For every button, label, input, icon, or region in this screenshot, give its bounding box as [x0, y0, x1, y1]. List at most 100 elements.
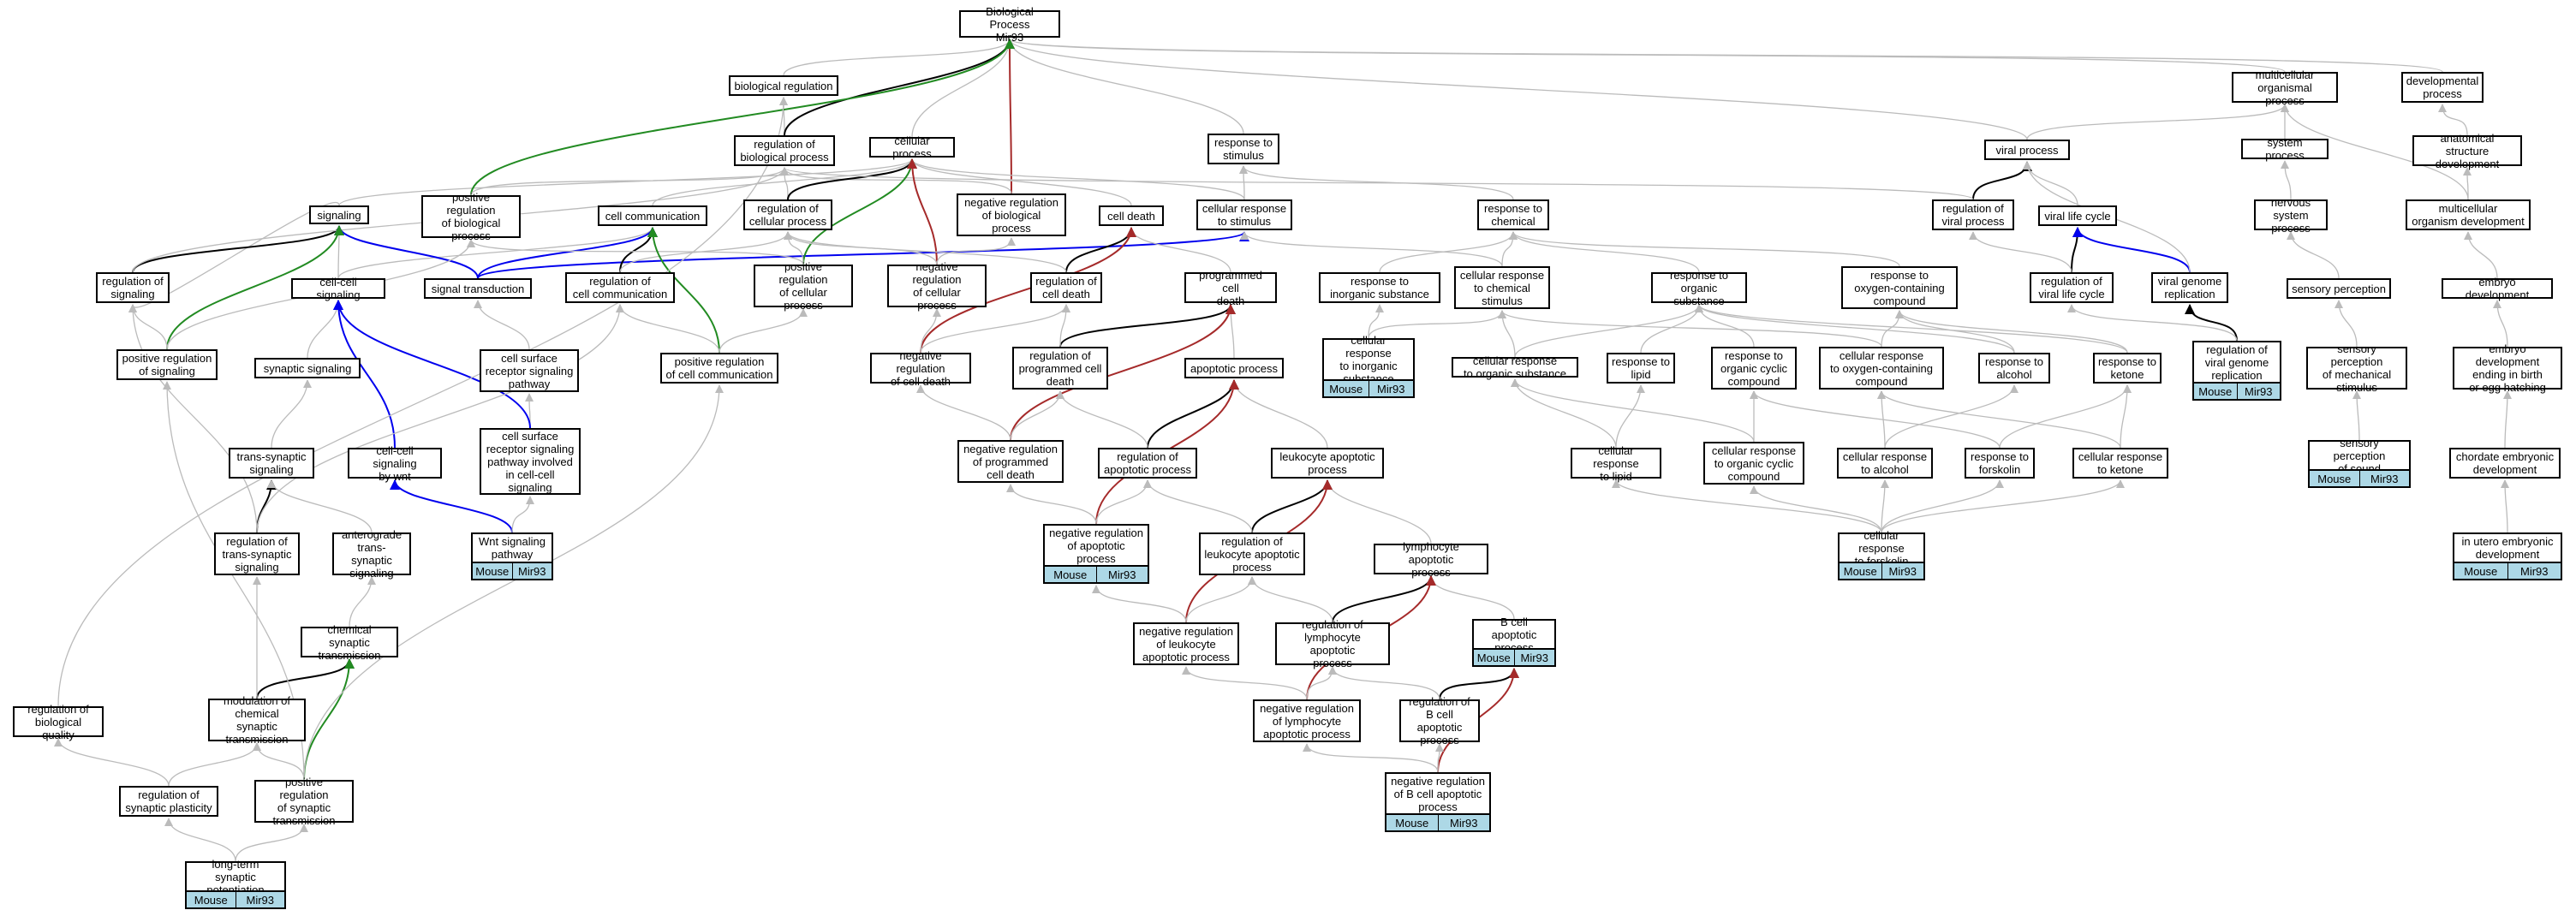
go-term-cellproc[interactable]: cellular process	[869, 134, 955, 160]
go-term-regbioqual[interactable]: regulation of biological quality	[13, 703, 104, 741]
go-term-negreglymph[interactable]: negative regulation of lymphocyte apopto…	[1253, 699, 1361, 742]
go-term-sigtrans[interactable]: signal transduction	[424, 278, 532, 299]
go-term-devproc[interactable]: developmental process	[2401, 72, 2484, 103]
go-term-posregsig[interactable]: positive regulation of signaling	[116, 349, 218, 380]
edge-is_a	[1239, 165, 1249, 200]
go-term-sysproc[interactable]: system process	[2241, 136, 2329, 162]
go-term-antero[interactable]: anterograde trans-synaptic signaling	[332, 528, 411, 580]
edge-bridge	[477, 227, 658, 279]
go-term-cellresp[interactable]: cellular response to stimulus	[1196, 199, 1292, 230]
go-term-posregcellproc[interactable]: positive regulation of cellular process	[754, 260, 853, 312]
go-term-regcellproc[interactable]: regulation of cellular process	[743, 199, 832, 230]
go-term-negregpcd[interactable]: negative regulation of programmed cell d…	[957, 440, 1064, 483]
go-term-respfors[interactable]: response to forskolin	[1965, 448, 2035, 479]
go-term-celldeath[interactable]: cell death	[1099, 205, 1164, 226]
go-term-bioreg[interactable]: biological regulation	[729, 75, 838, 96]
go-term-cellresporg[interactable]: cellular response to organic substance	[1452, 354, 1578, 380]
edge-is_a	[1498, 310, 1516, 358]
edge-is_a	[1511, 378, 1617, 449]
go-term-cellresplipid[interactable]: cellular response to lipid	[1571, 444, 1661, 483]
go-term-negregcellproc[interactable]: negative regulation of cellular process	[887, 260, 987, 312]
go-term-regpcd[interactable]: regulation of programmed cell death	[1012, 347, 1108, 390]
go-term-csrspcc[interactable]: cell surface receptor signaling pathway …	[480, 428, 581, 495]
go-term-transsyn[interactable]: trans-synaptic signaling	[229, 448, 314, 479]
go-term-lymphapop[interactable]: lymphocyte apoptotic process	[1374, 540, 1488, 579]
go-term-posregbp[interactable]: positive regulation of biological proces…	[421, 191, 521, 242]
go-term-regviralcycle[interactable]: regulation of viral life cycle	[2030, 272, 2114, 303]
edge-is_a	[1226, 304, 1236, 359]
go-term-modchem[interactable]: modulation of chemical synaptic transmis…	[208, 694, 306, 746]
go-term-ltp[interactable]: long-term synaptic potentiation	[185, 858, 286, 896]
go-term-multi[interactable]: multicellular organismal process	[2232, 68, 2338, 107]
go-term-cellrespfors[interactable]: cellular response to forskolin	[1838, 529, 1925, 568]
go-term-apoptotic[interactable]: apoptotic process	[1184, 358, 1284, 378]
go-term-sensperc[interactable]: sensory perception	[2287, 278, 2391, 299]
go-term-reglymph[interactable]: regulation of lymphocyte apoptotic proce…	[1275, 618, 1390, 669]
go-term-respket[interactable]: response to ketone	[2093, 353, 2162, 384]
go-term-regviral[interactable]: regulation of viral process	[1932, 199, 2014, 230]
go-term-leukapop[interactable]: leukocyte apoptotic process	[1271, 448, 1384, 479]
go-term-root[interactable]: Biological Process Mir93	[959, 5, 1060, 44]
go-term-respalc[interactable]: response to alcohol	[1978, 353, 2050, 384]
go-term-cellrespoxy[interactable]: cellular response to oxygen-containing c…	[1819, 347, 1944, 390]
go-term-embbirth[interactable]: embryo development ending in birth or eg…	[2453, 342, 2562, 394]
go-term-respchem[interactable]: response to chemical	[1477, 199, 1549, 230]
go-term-cellcomm[interactable]: cell communication	[598, 205, 707, 226]
go-term-resporgcyc[interactable]: response to organic cyclic compound	[1711, 347, 1797, 390]
edge-is_a	[128, 304, 168, 350]
go-term-negregbp[interactable]: negative regulation of biological proces…	[957, 193, 1066, 236]
edge-is_a	[920, 304, 1070, 354]
go-term-posregsyn[interactable]: positive regulation of synaptic transmis…	[254, 776, 354, 827]
go-term-negregapop[interactable]: negative regulation of apoptotic process	[1043, 524, 1149, 567]
edge-is_a	[1379, 231, 1518, 273]
go-term-negregcelldeath[interactable]: negative regulation of cell death	[870, 349, 971, 388]
go-term-anatdev[interactable]: anatomical structure development	[2412, 132, 2522, 170]
go-term-cellrespinorg[interactable]: cellular response to inorganic substance	[1322, 334, 1415, 385]
go-term-chordate[interactable]: chordate embryonic development	[2449, 448, 2561, 479]
go-term-sensmech[interactable]: sensory perception of mechanical stimulu…	[2306, 342, 2407, 394]
go-term-regleukapop[interactable]: regulation of leukocyte apoptotic proces…	[1199, 532, 1305, 575]
go-term-multidev[interactable]: multicellular organism development	[2406, 199, 2531, 230]
go-term-posregcellcomm[interactable]: positive regulation of cell communicatio…	[660, 353, 778, 384]
go-term-wnt[interactable]: Wnt signaling pathway	[471, 532, 553, 563]
edge-bridge	[390, 479, 513, 533]
go-term-viralgenome[interactable]: viral genome replication	[2151, 272, 2228, 303]
go-term-bcellapop[interactable]: B cell apoptotic process	[1472, 616, 1556, 654]
go-term-cellrespket[interactable]: cellular response to ketone	[2072, 448, 2168, 479]
go-term-ccwnt[interactable]: cell-cell signaling by wnt	[348, 444, 442, 483]
edge-is_a	[1895, 310, 2128, 354]
go-term-regapop[interactable]: regulation of apoptotic process	[1098, 448, 1197, 479]
go-term-signaling[interactable]: signaling	[309, 205, 369, 224]
edge-positive	[802, 158, 917, 265]
go-term-regviralgenome[interactable]: regulation of viral genome replication	[2192, 341, 2281, 384]
go-term-regsynplast[interactable]: regulation of synaptic plasticity	[119, 786, 218, 817]
go-term-negregbcell[interactable]: negative regulation of B cell apoptotic …	[1385, 772, 1491, 815]
go-term-nervsys[interactable]: nervous system process	[2254, 196, 2328, 235]
go-term-regcelldeath[interactable]: regulation of cell death	[1030, 272, 1102, 303]
go-term-respoxy[interactable]: response to oxygen-containing compound	[1841, 266, 1958, 309]
go-term-viralcycle[interactable]: viral life cycle	[2038, 205, 2117, 226]
go-term-regcellcomm[interactable]: regulation of cell communication	[565, 272, 675, 303]
go-term-pcd[interactable]: programmed cell death	[1184, 269, 1277, 307]
go-term-cellrespchem[interactable]: cellular response to chemical stimulus	[1454, 266, 1550, 309]
go-term-synsig[interactable]: synaptic signaling	[254, 358, 361, 378]
go-term-regbp[interactable]: regulation of biological process	[734, 135, 835, 166]
go-term-embdev[interactable]: embryo development	[2442, 276, 2553, 301]
go-term-regtranssyn[interactable]: regulation of trans-synaptic signaling	[214, 532, 300, 575]
go-term-respinorg[interactable]: response to inorganic substance	[1319, 272, 1440, 303]
go-term-regbcell[interactable]: regulation of B cell apoptotic process	[1399, 695, 1480, 747]
go-term-regsig[interactable]: regulation of signaling	[96, 272, 170, 303]
go-term-resp[interactable]: response to stimulus	[1208, 134, 1279, 164]
go-term-negregleuk[interactable]: negative regulation of leukocyte apoptot…	[1133, 622, 1239, 665]
go-term-viralproc[interactable]: viral process	[1984, 140, 2070, 160]
go-term-csrsp[interactable]: cell surface receptor signaling pathway	[480, 349, 579, 392]
go-term-resplipid[interactable]: response to lipid	[1607, 353, 1675, 384]
go-term-resporg[interactable]: response to organic substance	[1651, 269, 1747, 307]
go-term-cellcellsig[interactable]: cell-cell signaling	[291, 276, 385, 301]
go-term-senssound[interactable]: sensory perception of sound	[2308, 437, 2411, 475]
go-term-cellresporgcyc[interactable]: cellular response to organic cyclic comp…	[1703, 442, 1804, 485]
go-term-cellrespalc[interactable]: cellular response to alcohol	[1837, 448, 1933, 479]
go-term-inutero[interactable]: in utero embryonic development	[2453, 532, 2562, 563]
edge-is_a	[2502, 390, 2512, 449]
go-term-chemsyn[interactable]: chemical synaptic transmission	[301, 623, 398, 662]
